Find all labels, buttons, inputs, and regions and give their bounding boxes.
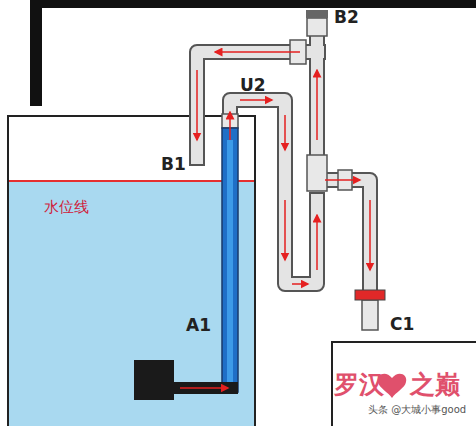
a1-highlight (227, 140, 233, 385)
water-line (9, 180, 254, 182)
part-label: A1 (186, 317, 211, 334)
cap (306, 10, 328, 18)
water-line-label: 水位线 (44, 200, 89, 215)
watermark: 罗汉 (334, 372, 384, 397)
flow-arrows (180, 52, 370, 388)
part-label: B1 (161, 156, 186, 173)
part-label: U2 (240, 77, 266, 94)
cabinet-top (30, 0, 476, 8)
a1-pipe (222, 128, 238, 392)
inlet-pipe (160, 382, 238, 394)
watermark: 之巅 (410, 372, 460, 397)
part-label: B2 (334, 9, 359, 26)
water (9, 181, 254, 426)
watermark: 头条 @大城小事good (366, 404, 468, 416)
red-ring (355, 290, 385, 300)
part-label: C1 (390, 316, 414, 333)
sump (333, 343, 476, 426)
fittings (222, 18, 378, 330)
cabinet-wall (30, 0, 42, 106)
tank-outline (8, 116, 255, 426)
sump-outline (332, 342, 476, 426)
